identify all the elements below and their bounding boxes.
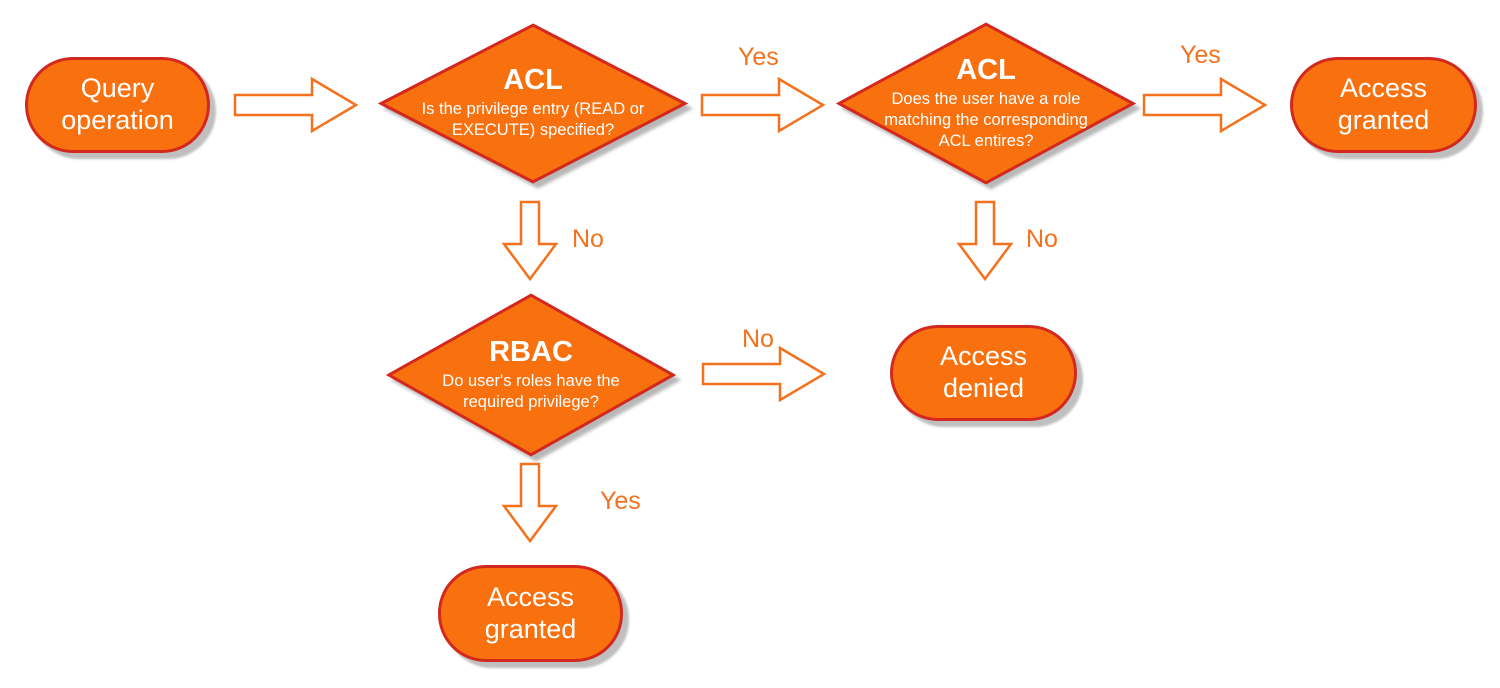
node-rbac-roles-privilege: RBAC Do user's roles have the required p… <box>386 292 676 458</box>
diamond-shape-icon <box>378 22 688 185</box>
arrow-down-icon <box>956 200 1014 282</box>
node-acl-role-matching: ACL Does the user have a role matching t… <box>836 21 1136 186</box>
decision-question: Is the privilege entry (READ or EXECUTE)… <box>421 100 645 140</box>
decision-title: RBAC <box>489 335 573 368</box>
diamond-shape-icon <box>836 21 1136 186</box>
arrow-right-icon <box>700 76 826 134</box>
decision-title: ACL <box>503 64 563 97</box>
node-label: Access denied <box>939 341 1028 403</box>
edge-label-no: No <box>572 225 604 253</box>
node-label: Access granted <box>484 581 577 644</box>
node-access-denied: Access denied <box>890 325 1077 421</box>
node-access-granted-top: Access granted <box>1290 57 1477 153</box>
node-query-operation: Query operation <box>25 57 210 153</box>
arrow-right-icon <box>701 345 827 403</box>
node-label: Access granted <box>1337 73 1430 135</box>
node-acl-privilege-entry: ACL Is the privilege entry (READ or EXEC… <box>378 22 688 185</box>
node-access-granted-bottom: Access granted <box>438 565 623 662</box>
arrow-right-icon <box>233 76 359 134</box>
node-label: Query operation <box>61 73 174 135</box>
edge-label-yes: Yes <box>600 487 641 515</box>
decision-question: Do user's roles have the required privil… <box>442 371 620 411</box>
decision-question: Does the user have a role matching the c… <box>884 89 1088 150</box>
diamond-shape-icon <box>386 292 676 458</box>
decision-title: ACL <box>956 53 1016 86</box>
edge-label-no: No <box>1026 225 1058 253</box>
arrow-down-icon <box>501 200 559 282</box>
arrow-right-icon <box>1142 76 1268 134</box>
arrow-down-icon <box>501 462 559 544</box>
edge-label-yes: Yes <box>738 43 779 71</box>
edge-label-no: No <box>742 325 774 353</box>
edge-label-yes: Yes <box>1180 41 1221 69</box>
